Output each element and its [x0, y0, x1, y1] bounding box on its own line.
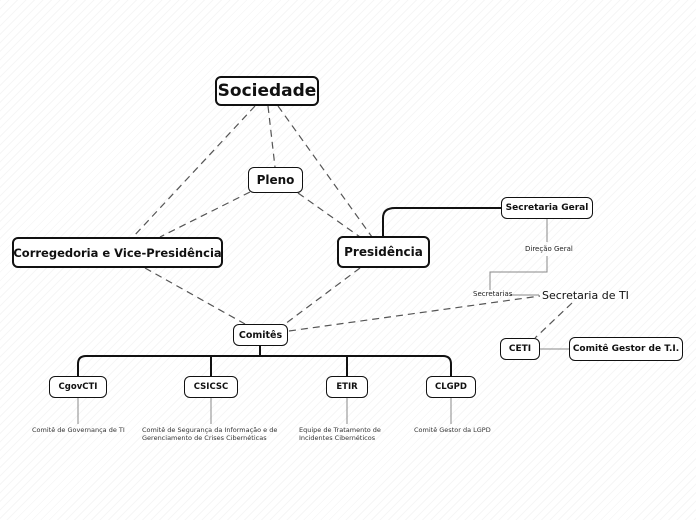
node-etir[interactable]: ETIR [326, 376, 368, 398]
link-pleno-corregedoria [159, 191, 251, 238]
node-secretaria-geral[interactable]: Secretaria Geral [501, 197, 593, 219]
desc-etir: Equipe de Tratamento de Incidentes Ciber… [299, 426, 381, 442]
link-sociedade-pleno [267, 105, 276, 168]
link-sociedade-presidencia [277, 105, 373, 238]
node-secretaria-ti[interactable]: Secretaria de TI [542, 289, 629, 302]
desc-csicsc: Comitê de Segurança da Informação e de G… [142, 426, 278, 442]
link-secretaria-ti-ceti [534, 302, 573, 339]
link-pleno-presidencia [297, 192, 361, 238]
node-presidencia[interactable]: Presidência [337, 236, 430, 268]
node-clgpd[interactable]: CLGPD [426, 376, 476, 398]
node-direcao-geral[interactable]: Direção Geral [525, 245, 573, 253]
node-comite-gestor-ti[interactable]: Comitê Gestor de T.I. [569, 337, 683, 361]
node-ceti[interactable]: CETI [500, 338, 540, 360]
link-comites-secretaria-ti [288, 295, 541, 332]
link-presidencia-secretaria-geral [382, 207, 501, 237]
link-comites-tree [77, 346, 452, 376]
node-comites[interactable]: Comitês [233, 324, 288, 346]
link-corregedoria-comites [144, 267, 246, 325]
link-sociedade-corregedoria [132, 105, 256, 238]
node-sociedade[interactable]: Sociedade [215, 76, 319, 106]
node-secretarias[interactable]: Secretarias [473, 290, 513, 298]
node-csicsc[interactable]: CSICSC [184, 376, 238, 398]
node-pleno[interactable]: Pleno [248, 167, 303, 193]
desc-clgpd: Comitê Gestor da LGPD [414, 426, 491, 434]
desc-cgovcti: Comitê de Governança de TI [32, 426, 125, 434]
node-corregedoria[interactable]: Corregedoria e Vice-Presidência [12, 237, 223, 268]
node-cgovcti[interactable]: CgovCTI [49, 376, 107, 398]
link-direcao-secretarias [489, 256, 548, 290]
link-presidencia-comites [284, 267, 361, 325]
